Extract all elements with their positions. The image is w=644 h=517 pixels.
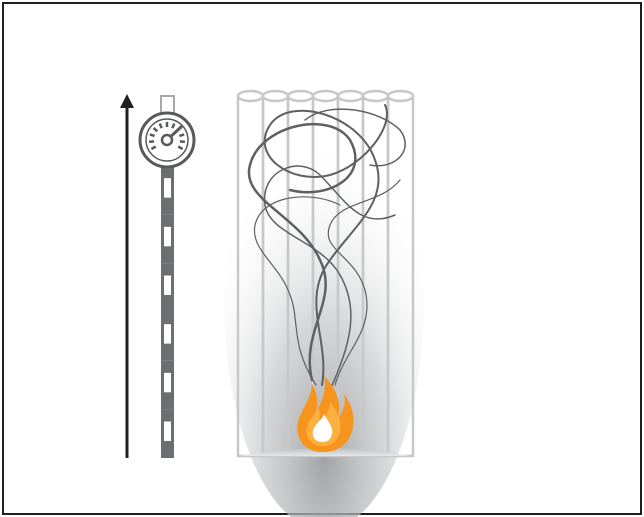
pole-notch <box>164 324 171 343</box>
pole-notch <box>164 227 171 246</box>
gauge-tick <box>149 141 154 142</box>
pole-notch <box>164 422 171 441</box>
pole-stripes <box>161 166 174 458</box>
gauge-tick <box>150 134 155 136</box>
pole-notch <box>164 276 171 295</box>
pole-notch <box>164 373 171 392</box>
pressure-gauge-icon <box>140 113 194 167</box>
up-arrow-icon <box>120 94 134 458</box>
gauge-tick <box>179 134 184 136</box>
gauge-tick <box>180 141 185 142</box>
pole-notch <box>164 178 171 197</box>
